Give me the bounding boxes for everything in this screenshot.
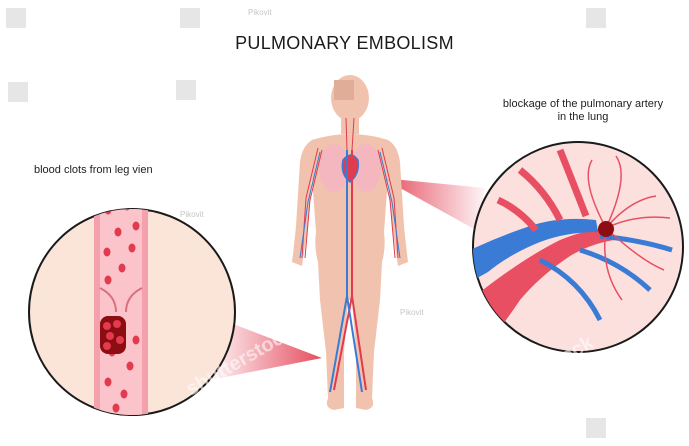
vena-cava xyxy=(329,150,363,393)
zoom-beam-right xyxy=(382,178,485,230)
lung-artery-zoom-circle xyxy=(472,141,684,353)
vein-valve xyxy=(99,287,143,313)
right-lung xyxy=(351,144,381,192)
zoom-beam-left xyxy=(210,322,322,380)
vein-lumen xyxy=(100,209,142,415)
watermark-squares xyxy=(6,8,606,438)
neck-vessels xyxy=(345,117,355,151)
lung-blockage-label-line2: in the lung xyxy=(557,111,609,123)
capillaries xyxy=(587,155,671,301)
left-lung xyxy=(319,144,349,192)
artery-branch-upper xyxy=(496,148,590,233)
embolus xyxy=(598,221,614,237)
red-blood-cells xyxy=(103,209,140,413)
lung-blockage-label: blockage of the pulmonary artery in the … xyxy=(488,98,678,124)
arm-veins-left xyxy=(299,151,321,259)
leg-clot-label: blood clots from leg vien xyxy=(34,164,153,176)
circulatory-system xyxy=(299,117,401,393)
aorta xyxy=(333,150,367,391)
arm-veins-right xyxy=(379,151,401,259)
pulmonary-vein xyxy=(473,218,598,282)
page-title: PULMONARY EMBOLISM xyxy=(235,33,454,53)
lung-blockage-label-line1: blockage of the pulmonary artery xyxy=(502,98,664,110)
blood-clot xyxy=(100,316,126,354)
leg-vein-zoom-circle xyxy=(28,208,236,416)
